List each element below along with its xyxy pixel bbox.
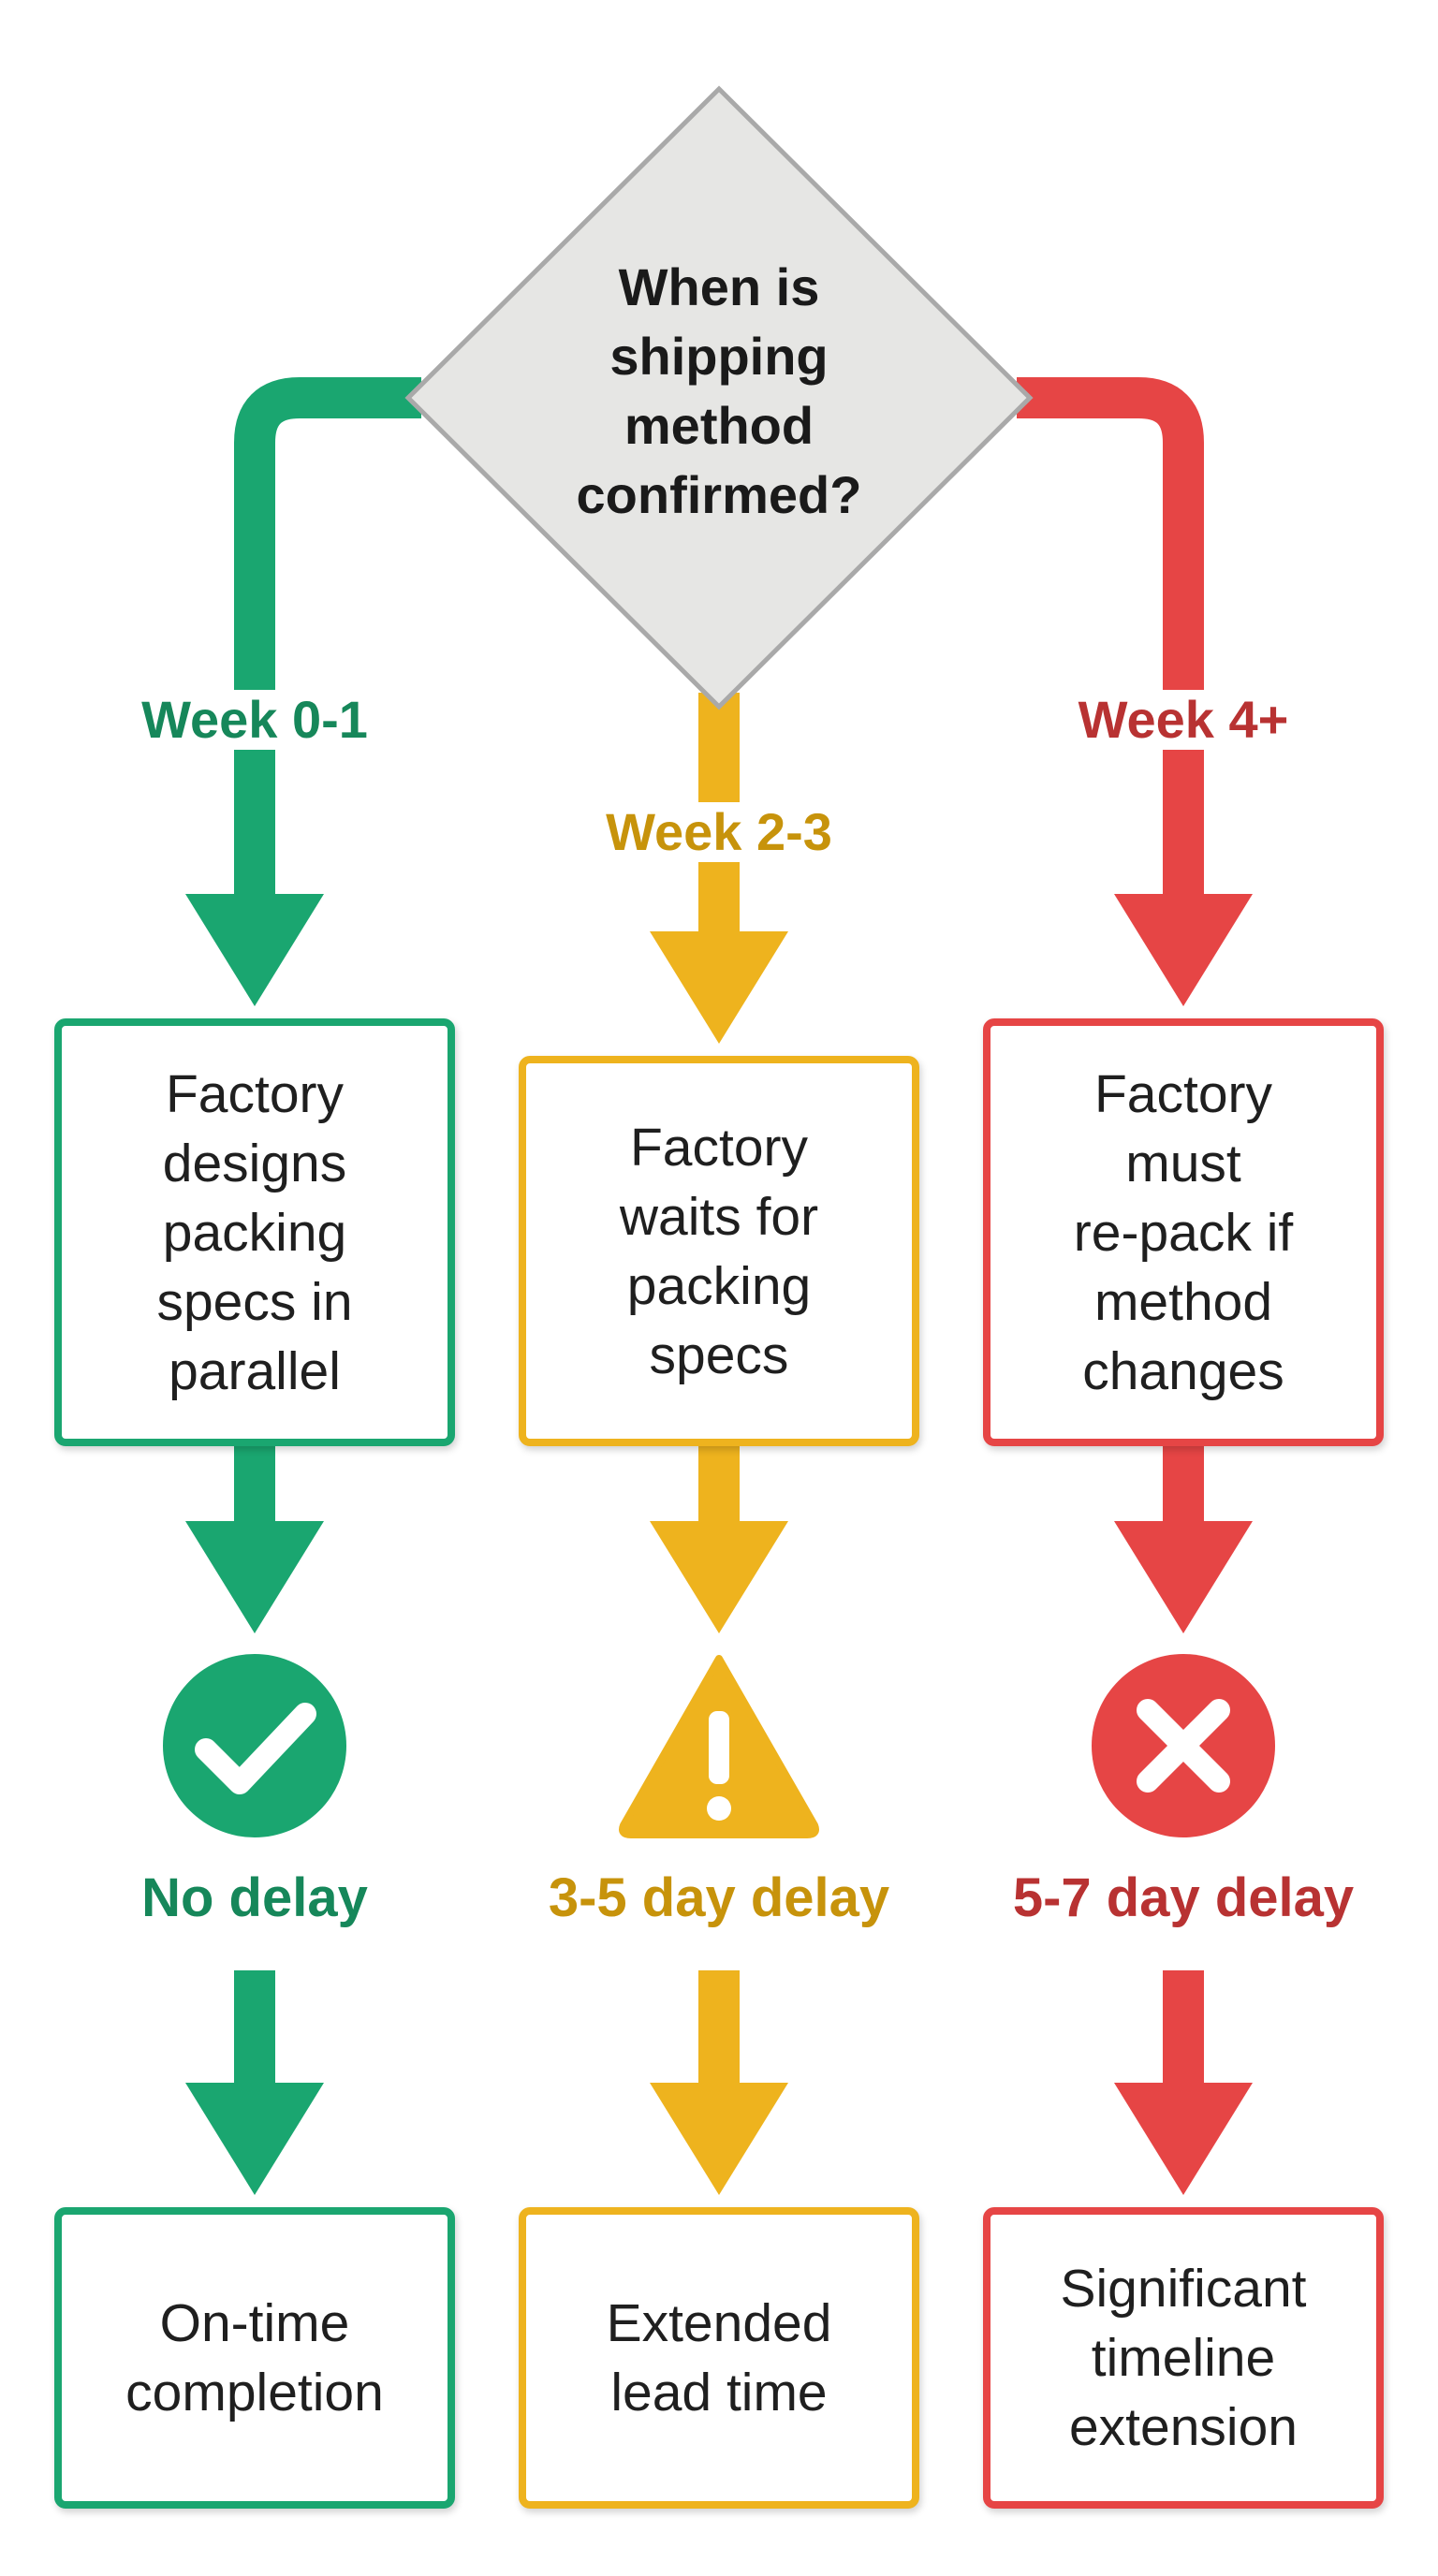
result-line: Significant [1060,2259,1307,2319]
decision-line: shipping [609,327,829,386]
outcome-line: specs [649,1325,789,1385]
result-line: extension [1068,2397,1298,2457]
delay-label-red: 5-7 day delay [1012,1867,1355,1928]
outcome-line: Factory [165,1063,345,1124]
arrow-green-2 [185,1521,324,1633]
decision-line: confirmed? [576,465,862,524]
delay-label-green: No delay [141,1867,368,1928]
outcome-line: designs [162,1133,347,1193]
result-line: completion [125,2363,384,2422]
result-line: Extended [606,2293,832,2353]
decision-question: When is shipping method confirmed? [532,253,906,530]
outcome-box-green: Factory designs packing specs in paralle… [54,1018,455,1446]
outcome-line: Factory [1093,1063,1273,1124]
outcome-line: packing [162,1202,347,1263]
arrow-amber-1 [650,931,788,1044]
outcome-line: Factory [629,1117,809,1178]
branch-label-week-4-plus: Week 4+ [1005,690,1361,750]
outcome-line: parallel [169,1340,341,1401]
arrow-red-2 [1114,1521,1253,1633]
decision-line: When is [618,257,820,316]
result-line: lead time [610,2363,828,2422]
outcome-line: method [1093,1271,1273,1332]
arrow-green-1 [185,894,324,1006]
outcome-line: packing [626,1255,812,1316]
branch-label-week-0-1: Week 0-1 [77,690,433,750]
result-line: timeline [1091,2328,1276,2388]
outcome-box-red: Factory must re-pack if method changes [983,1018,1384,1446]
arrow-red-1 [1114,894,1253,1006]
connector-red-top [1017,377,1204,894]
outcome-line: re-pack if [1073,1202,1294,1263]
arrow-amber-2 [650,1521,788,1633]
outcome-line: must [1125,1133,1241,1193]
result-box-red: Significant timeline extension [983,2207,1384,2509]
outcome-line: specs in [156,1271,353,1332]
arrow-amber-3 [650,2083,788,2195]
outcome-box-amber: Factory waits for packing specs [519,1056,919,1446]
result-box-green: On-time completion [54,2207,455,2509]
arrow-red-3 [1114,2083,1253,2195]
connector-green-top [234,377,421,894]
arrow-green-3 [185,2083,324,2195]
result-line: On-time [159,2293,350,2353]
check-circle-icon [163,1654,346,1837]
delay-label-amber: 3-5 day delay [548,1867,890,1928]
outcome-line: waits for [619,1186,819,1247]
outcome-line: changes [1082,1340,1284,1401]
decision-line: method [624,396,814,455]
branch-label-week-2-3: Week 2-3 [541,802,897,862]
decision-diamond [404,85,1034,710]
result-box-amber: Extended lead time [519,2207,919,2509]
warning-triangle-icon [619,1655,819,1838]
x-circle-icon [1092,1654,1275,1837]
